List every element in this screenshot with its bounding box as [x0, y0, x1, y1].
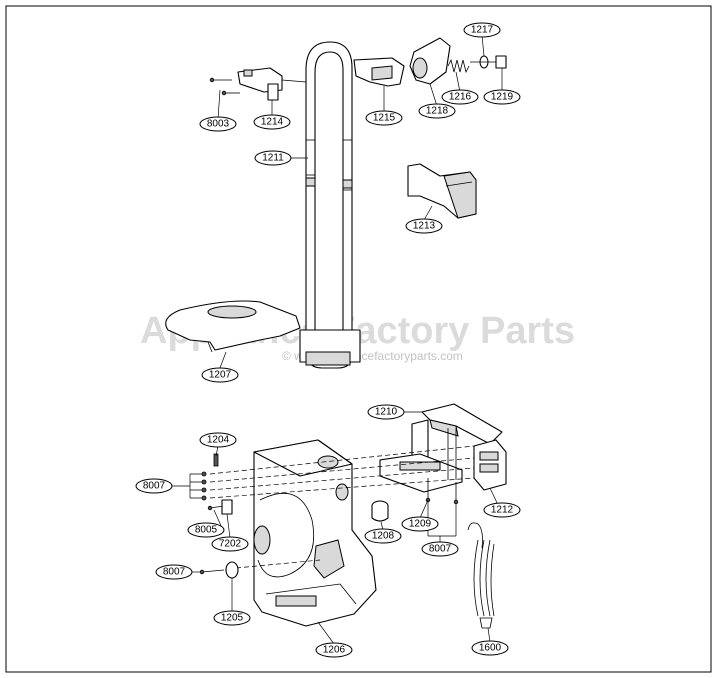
svg-text:1219: 1219 [491, 92, 514, 103]
svg-text:1218: 1218 [426, 106, 449, 117]
svg-text:1205: 1205 [221, 613, 244, 624]
svg-text:1209: 1209 [409, 519, 432, 530]
knob-1219 [470, 55, 507, 69]
callout-1219: 1219 [483, 89, 521, 105]
svg-text:1213: 1213 [413, 221, 436, 232]
callout-8007-right: 8007 [421, 541, 459, 557]
bushing-7202 [221, 499, 233, 515]
callout-1213: 1213 [405, 218, 443, 234]
callout-1207: 1207 [201, 367, 239, 383]
callout-1205: 1205 [213, 610, 251, 626]
callout-1204: 1204 [199, 432, 237, 448]
callout-1210: 1210 [367, 404, 405, 420]
bracket-1215 [353, 57, 405, 87]
svg-text:8007: 8007 [163, 567, 186, 578]
callout-7202: 7202 [211, 536, 249, 552]
svg-text:1206: 1206 [323, 645, 346, 656]
callout-1212: 1212 [483, 502, 521, 518]
callout-1217: 1217 [463, 22, 501, 38]
plug-1208 [371, 500, 389, 522]
svg-text:7202: 7202 [219, 539, 242, 550]
bracket-1209 [379, 419, 463, 493]
knob-1205 [225, 561, 239, 579]
base-plate-1207 [165, 300, 301, 353]
callout-8005: 8005 [187, 522, 225, 538]
svg-text:1211: 1211 [262, 153, 284, 164]
callout-1600: 1600 [471, 640, 509, 656]
leader-lines [172, 34, 503, 645]
callout-1211: 1211 [254, 150, 292, 166]
callout-1214: 1214 [253, 114, 291, 130]
callout-1206: 1206 [315, 642, 353, 658]
svg-text:1600: 1600 [479, 643, 502, 654]
clip-1214 [237, 67, 307, 101]
svg-text:8003: 8003 [207, 119, 230, 130]
svg-text:1204: 1204 [207, 435, 230, 446]
pin-1204 [213, 453, 219, 467]
callout-1218: 1218 [418, 103, 456, 119]
cap-1218 [409, 37, 451, 85]
callout-1215: 1215 [365, 110, 403, 126]
screws-8003 [209, 77, 240, 96]
screws-8007-right [425, 478, 459, 505]
svg-text:8007: 8007 [143, 481, 166, 492]
callout-1209: 1209 [401, 516, 439, 532]
callout-8007-bottom: 8007 [155, 564, 193, 580]
assembly-lines [209, 445, 475, 569]
svg-text:1208: 1208 [372, 531, 395, 542]
callout-1208: 1208 [364, 528, 402, 544]
svg-text:1212: 1212 [491, 505, 514, 516]
svg-text:1217: 1217 [471, 25, 494, 36]
svg-text:1215: 1215 [373, 113, 396, 124]
svg-text:1210: 1210 [375, 407, 398, 418]
main-body-1206 [253, 439, 377, 627]
svg-text:8007: 8007 [429, 544, 452, 555]
power-cord-1600 [467, 522, 495, 629]
spring-1216 [447, 58, 470, 74]
callout-8007-left: 8007 [135, 478, 173, 494]
callout-1216: 1216 [441, 89, 479, 105]
screw-8007-bottom [199, 569, 225, 575]
svg-text:1216: 1216 [449, 92, 472, 103]
svg-text:1207: 1207 [209, 370, 232, 381]
handle-tube-1211 [299, 41, 361, 369]
svg-text:8005: 8005 [195, 525, 218, 536]
svg-text:1214: 1214 [261, 117, 284, 128]
callout-8003: 8003 [199, 116, 237, 132]
holder-1213 [407, 163, 477, 219]
screws-8007-left [201, 471, 207, 501]
latch-1212 [473, 439, 507, 491]
